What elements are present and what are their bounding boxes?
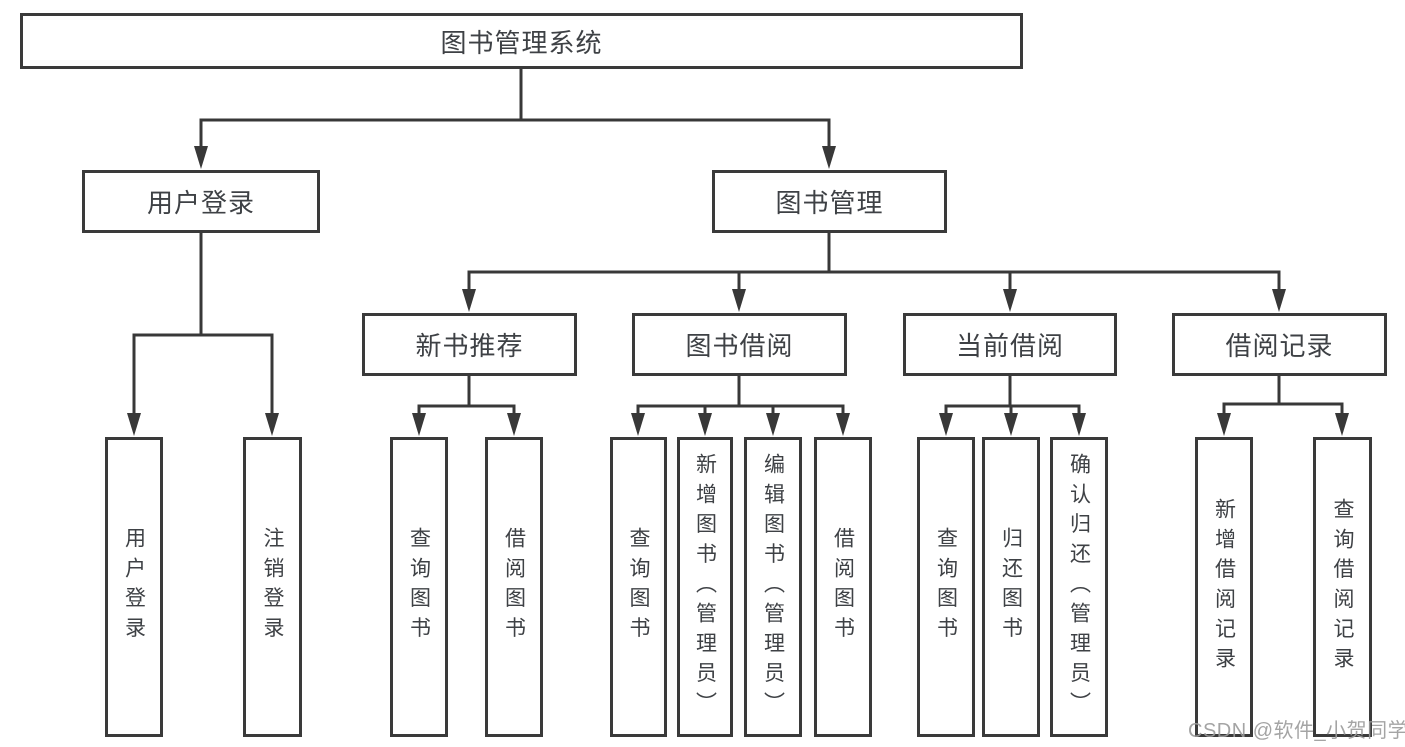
leaf-bb-query-book-label: 查询图书 xyxy=(627,527,650,647)
leaf-bb-edit-book: 编辑图书（管理员） xyxy=(744,437,802,737)
leaf-nbr-borrow-book: 借阅图书 xyxy=(485,437,543,737)
leaf-cb-confirm-return-label: 确认归还（管理员） xyxy=(1067,452,1091,722)
node-user-login-label: 用户登录 xyxy=(146,188,255,218)
leaf-cb-query-book: 查询图书 xyxy=(917,437,975,737)
node-root-label: 图书管理系统 xyxy=(440,27,603,58)
leaf-user-login-label: 用户登录 xyxy=(122,527,146,647)
leaf-nbr-query-book: 查询图书 xyxy=(390,437,448,737)
node-book-borrow: 图书借阅 xyxy=(632,313,847,376)
node-current-borrow: 当前借阅 xyxy=(903,313,1117,376)
leaf-br-add-record-label: 新增借阅记录 xyxy=(1212,497,1236,677)
leaf-bb-add-book-label: 新增图书（管理员） xyxy=(693,452,717,722)
leaf-bb-query-book: 查询图书 xyxy=(610,437,667,737)
node-book-management-label: 图书管理 xyxy=(775,188,884,218)
node-borrow-records: 借阅记录 xyxy=(1172,313,1387,376)
leaf-user-login: 用户登录 xyxy=(105,437,163,737)
node-book-management: 图书管理 xyxy=(712,170,947,233)
node-book-borrow-label: 图书借阅 xyxy=(685,331,794,361)
node-new-book-recommend-label: 新书推荐 xyxy=(415,331,524,361)
leaf-logout: 注销登录 xyxy=(243,437,302,737)
leaf-cb-return-book: 归还图书 xyxy=(982,437,1040,737)
arrowheads xyxy=(127,146,1349,436)
node-current-borrow-label: 当前借阅 xyxy=(955,331,1064,361)
leaf-bb-edit-book-label: 编辑图书（管理员） xyxy=(761,452,785,722)
leaf-bb-borrow-book-label: 借阅图书 xyxy=(831,527,855,647)
leaf-nbr-query-book-label: 查询图书 xyxy=(407,527,431,647)
leaf-br-query-record: 查询借阅记录 xyxy=(1313,437,1372,737)
leaf-bb-add-book: 新增图书（管理员） xyxy=(677,437,733,737)
csdn-watermark: CSDN @软件_小贺同学 xyxy=(1188,720,1405,742)
leaf-cb-query-book-label: 查询图书 xyxy=(934,527,958,647)
node-user-login: 用户登录 xyxy=(82,170,320,233)
leaf-br-add-record: 新增借阅记录 xyxy=(1195,437,1253,737)
leaf-br-query-record-label: 查询借阅记录 xyxy=(1331,497,1354,677)
leaf-bb-borrow-book: 借阅图书 xyxy=(814,437,872,737)
leaf-cb-return-book-label: 归还图书 xyxy=(999,527,1023,647)
leaf-logout-label: 注销登录 xyxy=(261,527,284,647)
node-borrow-records-label: 借阅记录 xyxy=(1225,331,1334,361)
leaf-nbr-borrow-book-label: 借阅图书 xyxy=(502,527,526,647)
node-root: 图书管理系统 xyxy=(20,13,1023,69)
leaf-cb-confirm-return: 确认归还（管理员） xyxy=(1050,437,1108,737)
node-new-book-recommend: 新书推荐 xyxy=(362,313,577,376)
